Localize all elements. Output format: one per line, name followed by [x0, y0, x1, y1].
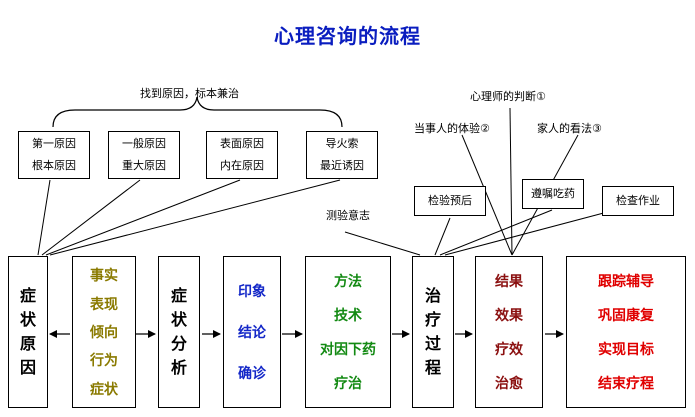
check-lines — [344, 209, 616, 256]
cause-box-general: 一般原因 重大原因 — [108, 131, 180, 179]
symptom-analysis-char-4: 析 — [170, 358, 187, 377]
methods-item-1: 方法 — [334, 274, 362, 290]
counselor-judgment-label: 心理师的判断① — [470, 90, 546, 103]
symptom-analysis-char-1: 症 — [170, 286, 187, 305]
check-prognosis-box: 检验预后 — [414, 186, 486, 216]
methods-item-3: 对因下药 — [320, 342, 376, 358]
symptom-analysis-box: 症 状 分 析 — [158, 256, 200, 408]
facts-item-3: 倾向 — [90, 324, 118, 341]
symptom-cause-char-1: 症 — [19, 286, 36, 305]
results-item-2: 效果 — [495, 308, 523, 324]
check-homework-text: 检查作业 — [616, 194, 660, 207]
test-intent-text: 测验意志 — [326, 209, 370, 222]
cause-box-trigger: 导火索 最近诱因 — [306, 131, 378, 179]
cause-box-first-line2: 根本原因 — [32, 159, 76, 172]
facts-item-2: 表现 — [90, 296, 118, 313]
cause-box-first: 第一原因 根本原因 — [18, 131, 90, 179]
methods-item-4: 疗治 — [334, 376, 362, 392]
cause-box-surface-line1: 表面原因 — [220, 137, 264, 150]
cause-box-trigger-line1: 导火索 — [325, 137, 359, 150]
diagram-title: 心理咨询的流程 — [274, 24, 421, 48]
results-item-4: 治愈 — [495, 376, 523, 392]
check-prognosis-text: 检验预后 — [428, 194, 472, 207]
facts-item-5: 症状 — [90, 381, 118, 398]
cause-box-trigger-line2: 最近诱因 — [320, 159, 364, 172]
test-intent-box: 测验意志 — [314, 203, 382, 229]
check-homework-box: 检查作业 — [602, 186, 674, 216]
cause-box-surface: 表面原因 内在原因 — [206, 131, 278, 179]
treatment-process-box: 治 疗 过 程 — [412, 256, 454, 408]
cause-box-general-line2: 重大原因 — [122, 159, 166, 172]
treatment-process-char-2: 疗 — [424, 310, 441, 329]
impression-item-1: 印象 — [238, 284, 266, 301]
symptom-cause-char-3: 原 — [19, 334, 36, 353]
followup-item-4: 结束疗程 — [598, 376, 654, 392]
impression-item-2: 结论 — [238, 324, 266, 341]
methods-item-2: 技术 — [334, 308, 362, 324]
symptom-analysis-char-2: 状 — [170, 310, 187, 329]
results-item-3: 疗效 — [495, 342, 523, 358]
treatment-process-char-3: 过 — [424, 334, 441, 353]
cause-box-general-line1: 一般原因 — [122, 137, 166, 150]
cause-box-first-line1: 第一原因 — [32, 137, 76, 150]
impression-item-3: 确诊 — [238, 365, 266, 382]
treatment-process-char-1: 治 — [424, 286, 441, 305]
facts-item-1: 事实 — [90, 268, 118, 285]
find-cause-label: 找到原因，标本兼治 — [140, 87, 239, 100]
followup-box: 跟踪辅导 巩固康复 实现目标 结束疗程 — [566, 256, 686, 408]
symptom-cause-box: 症 状 原 因 — [8, 256, 48, 408]
follow-medication-text: 遵嘱吃药 — [531, 187, 575, 200]
impression-box: 印象 结论 确诊 — [223, 256, 281, 408]
facts-item-4: 行为 — [90, 353, 118, 370]
results-box: 结果 效果 疗效 治愈 — [475, 256, 543, 408]
cause-lines — [37, 179, 341, 256]
methods-box: 方法 技术 对因下药 疗治 — [305, 256, 391, 408]
followup-item-2: 巩固康复 — [598, 308, 654, 324]
family-view-label: 家人的看法③ — [537, 122, 602, 135]
symptom-analysis-char-3: 分 — [170, 334, 187, 353]
results-item-1: 结果 — [495, 274, 523, 290]
cause-brace — [52, 96, 343, 128]
client-experience-label: 当事人的体验② — [414, 122, 490, 135]
followup-item-3: 实现目标 — [598, 342, 654, 358]
treatment-process-char-4: 程 — [424, 358, 441, 377]
facts-box: 事实 表现 倾向 行为 症状 — [72, 256, 136, 408]
cause-box-surface-line2: 内在原因 — [220, 159, 264, 172]
symptom-cause-char-4: 因 — [19, 358, 36, 377]
followup-item-1: 跟踪辅导 — [598, 274, 654, 290]
follow-medication-box: 遵嘱吃药 — [522, 179, 584, 209]
symptom-cause-char-2: 状 — [19, 310, 36, 329]
